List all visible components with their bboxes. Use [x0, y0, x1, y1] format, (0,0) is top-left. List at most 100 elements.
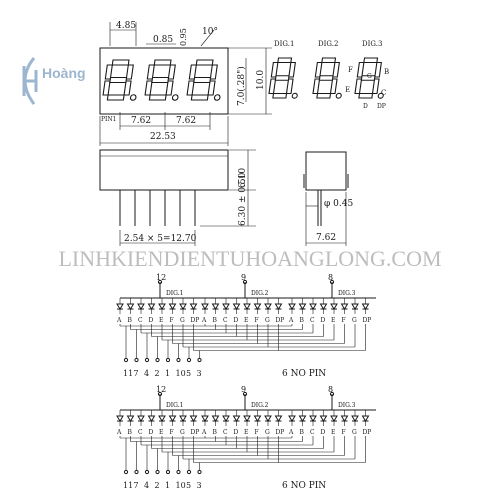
- segment-b: [332, 61, 340, 78]
- segment-g: [274, 75, 290, 81]
- pin-number: 5: [186, 481, 191, 490]
- segment-c: [207, 80, 216, 96]
- segment-dp: [171, 94, 179, 101]
- common-pin-label: 9: [241, 273, 246, 282]
- segment-letter: F: [170, 429, 174, 436]
- segment-letter: G: [180, 317, 185, 324]
- digit-label: DIG.2: [251, 402, 269, 409]
- logo-text: Hoàng: [42, 65, 86, 81]
- pin-number: 11: [123, 481, 133, 490]
- pin-terminal: [155, 469, 160, 475]
- seg-letter-d: D: [363, 103, 368, 110]
- segment-c: [285, 78, 294, 95]
- dim-segment-width: 4.85: [116, 21, 136, 31]
- dim-pitch-2: 7.62: [176, 116, 196, 126]
- segment-a: [195, 59, 214, 66]
- segment-f: [188, 64, 197, 80]
- side-body: [305, 151, 347, 191]
- segment-f: [270, 61, 279, 78]
- segment-letter: C: [138, 317, 143, 324]
- led-diode: [232, 415, 241, 422]
- pin-terminal: [197, 357, 202, 363]
- segment-b: [125, 64, 134, 80]
- digit-label: DIG.3: [338, 290, 356, 297]
- pin-number: 10: [176, 481, 186, 490]
- common-pin-label: 8: [328, 273, 333, 282]
- common-pin-label: 8: [328, 385, 333, 394]
- segment-g: [193, 76, 212, 84]
- pin-number: 3: [197, 481, 202, 490]
- dim-gap: 0.95: [179, 28, 188, 46]
- led-diode: [288, 415, 296, 422]
- display-body: [99, 47, 229, 115]
- pin-number: 4: [144, 369, 149, 378]
- segment-letter: D: [234, 317, 239, 324]
- segment-letter: A: [116, 317, 122, 324]
- led-diode: [319, 303, 328, 310]
- segment-f: [146, 64, 155, 80]
- led-diode: [330, 415, 338, 422]
- led-diode: [179, 303, 187, 310]
- pin-terminal: [176, 469, 181, 475]
- segment-letter: A: [288, 317, 294, 324]
- pin-terminal: [134, 469, 139, 475]
- segment-letter: A: [201, 429, 207, 436]
- segment-letter: D: [149, 429, 154, 436]
- segment-e: [268, 78, 277, 95]
- segment-dp: [291, 92, 298, 99]
- segment-e: [354, 78, 363, 95]
- segment-g: [151, 76, 170, 84]
- dim-body-width: 22.53: [150, 132, 176, 142]
- segment-letter: DP: [276, 317, 285, 324]
- led-diode: [168, 415, 177, 422]
- front-digit-2: [144, 59, 179, 101]
- led-diode: [116, 303, 124, 310]
- watermark: LINHKIENDIENTUHOANGLONG.COM: [58, 246, 441, 271]
- segment-letter: C: [138, 429, 143, 436]
- led-diode: [274, 415, 283, 422]
- led-diode: [361, 303, 370, 310]
- segment-letter: E: [331, 429, 335, 436]
- segment-b: [374, 61, 382, 78]
- led-diode: [201, 303, 209, 310]
- led-diode: [274, 303, 283, 310]
- digit-label-2: DIG.2: [318, 40, 338, 48]
- segment-letter: E: [331, 317, 335, 324]
- segment-f: [104, 64, 113, 80]
- pin-terminal: [329, 279, 335, 285]
- digit-label-3: DIG.3: [362, 40, 382, 48]
- led-diode: [361, 415, 370, 422]
- segment-letter: C: [310, 429, 315, 436]
- pin-number: 2: [155, 369, 160, 378]
- map-digit-2: [312, 57, 342, 99]
- pin-number: 3: [197, 369, 202, 378]
- segment-e: [102, 80, 111, 96]
- led-diode: [189, 303, 198, 310]
- pin-terminal: [165, 469, 171, 475]
- segment-letter: G: [180, 429, 185, 436]
- segment-letter: A: [201, 317, 207, 324]
- segment-letter: E: [244, 429, 248, 436]
- pin-number: 4: [144, 481, 149, 490]
- pin-terminal: [144, 357, 150, 363]
- segment-letter: G: [352, 317, 357, 324]
- segment-letter: F: [342, 317, 346, 324]
- led-diode: [201, 415, 209, 422]
- digit-label-1: DIG.1: [274, 40, 294, 48]
- led-diode: [253, 415, 262, 422]
- pin-number: 2: [155, 481, 160, 490]
- pin-number: 7: [134, 481, 139, 490]
- front-leads: [119, 190, 196, 226]
- segment-letter: DP: [276, 429, 285, 436]
- led-diode: [211, 303, 220, 310]
- pin-terminal: [329, 391, 335, 397]
- segment-letter: C: [223, 429, 228, 436]
- pin-terminal: [155, 357, 160, 363]
- led-diode: [179, 415, 187, 422]
- segment-letter: D: [149, 317, 154, 324]
- led-diode: [340, 303, 349, 310]
- digit-label: DIG.1: [166, 402, 183, 409]
- pin-number: 11: [123, 369, 133, 378]
